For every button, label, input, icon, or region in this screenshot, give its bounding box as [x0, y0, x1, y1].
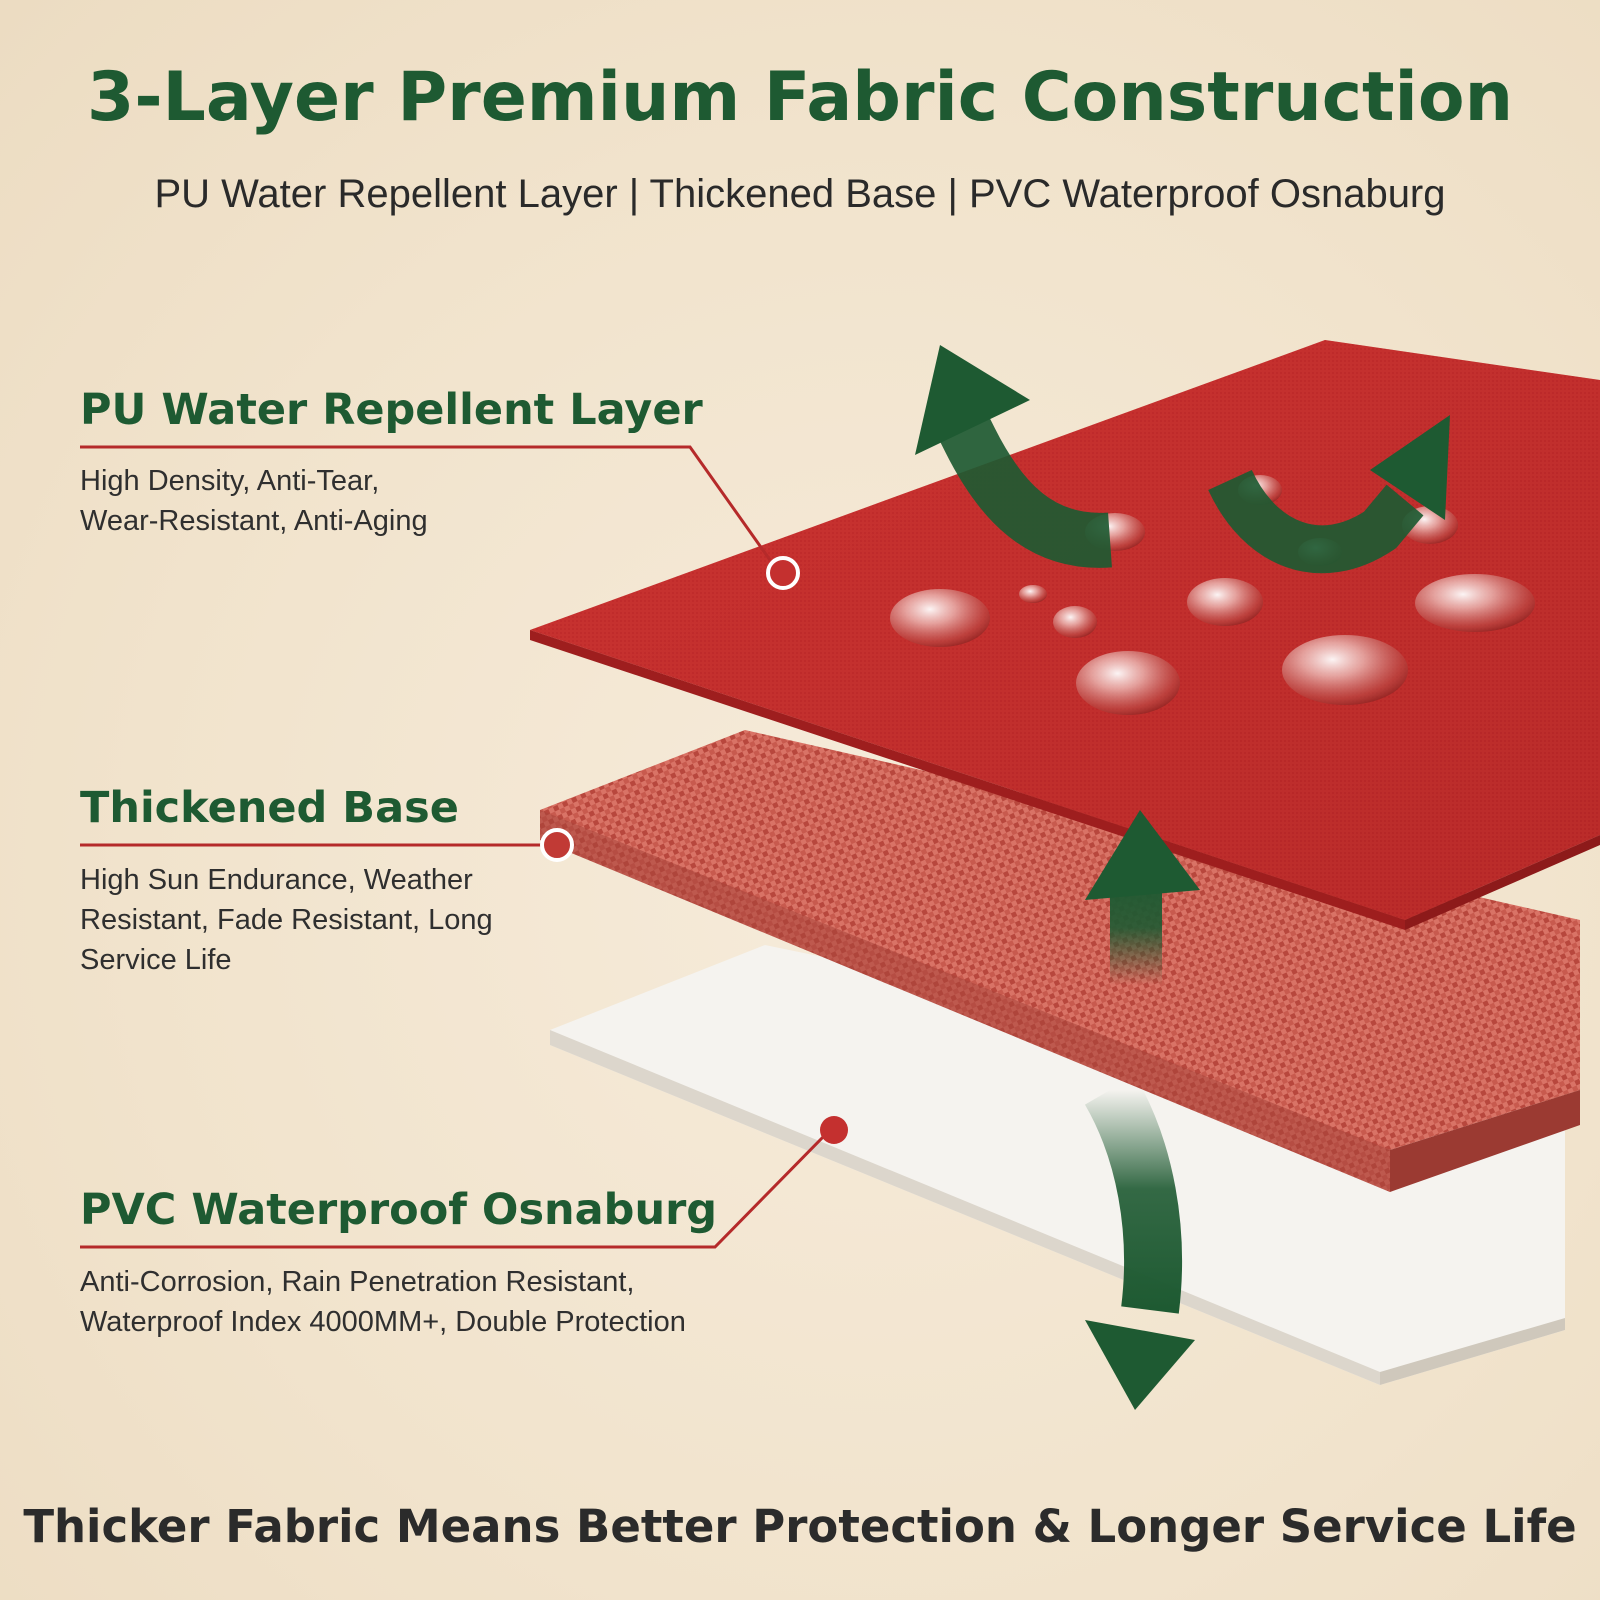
- base-desc-line: Service Life: [80, 944, 232, 976]
- airflow-arrows: [915, 345, 1450, 1410]
- pvc-desc-line: Anti-Corrosion, Rain Penetration Resista…: [80, 1266, 635, 1298]
- pvc-desc-line: Waterproof Index 4000MM+, Double Protect…: [80, 1306, 686, 1338]
- pu-layer-marker: [766, 556, 800, 590]
- base-layer-title: Thickened Base: [80, 783, 459, 833]
- pu-desc-line: High Density, Anti-Tear,: [80, 465, 380, 497]
- leader-lines: [80, 445, 827, 1249]
- pvc-layer-marker: [820, 1116, 848, 1144]
- pvc-layer-description: Anti-Corrosion, Rain Penetration Resista…: [80, 1262, 686, 1342]
- base-desc-line: Resistant, Fade Resistant, Long: [80, 904, 493, 936]
- pu-desc-line: Wear-Resistant, Anti-Aging: [80, 505, 428, 537]
- base-desc-line: High Sun Endurance, Weather: [80, 864, 473, 896]
- base-layer-description: High Sun Endurance, Weather Resistant, F…: [80, 860, 493, 980]
- thickened-base-sheet: [540, 730, 1580, 1192]
- footer-tagline: Thicker Fabric Means Better Protection &…: [23, 1500, 1577, 1553]
- base-layer-marker: [540, 828, 574, 862]
- pvc-layer-title: PVC Waterproof Osnaburg: [80, 1185, 718, 1235]
- pu-layer-title: PU Water Repellent Layer: [80, 385, 703, 435]
- page-title: 3-Layer Premium Fabric Construction: [87, 58, 1513, 137]
- layer-markers: [540, 556, 848, 1144]
- pu-layer-description: High Density, Anti-Tear, Wear-Resistant,…: [80, 461, 428, 541]
- page-subtitle: PU Water Repellent Layer | Thickened Bas…: [154, 172, 1446, 216]
